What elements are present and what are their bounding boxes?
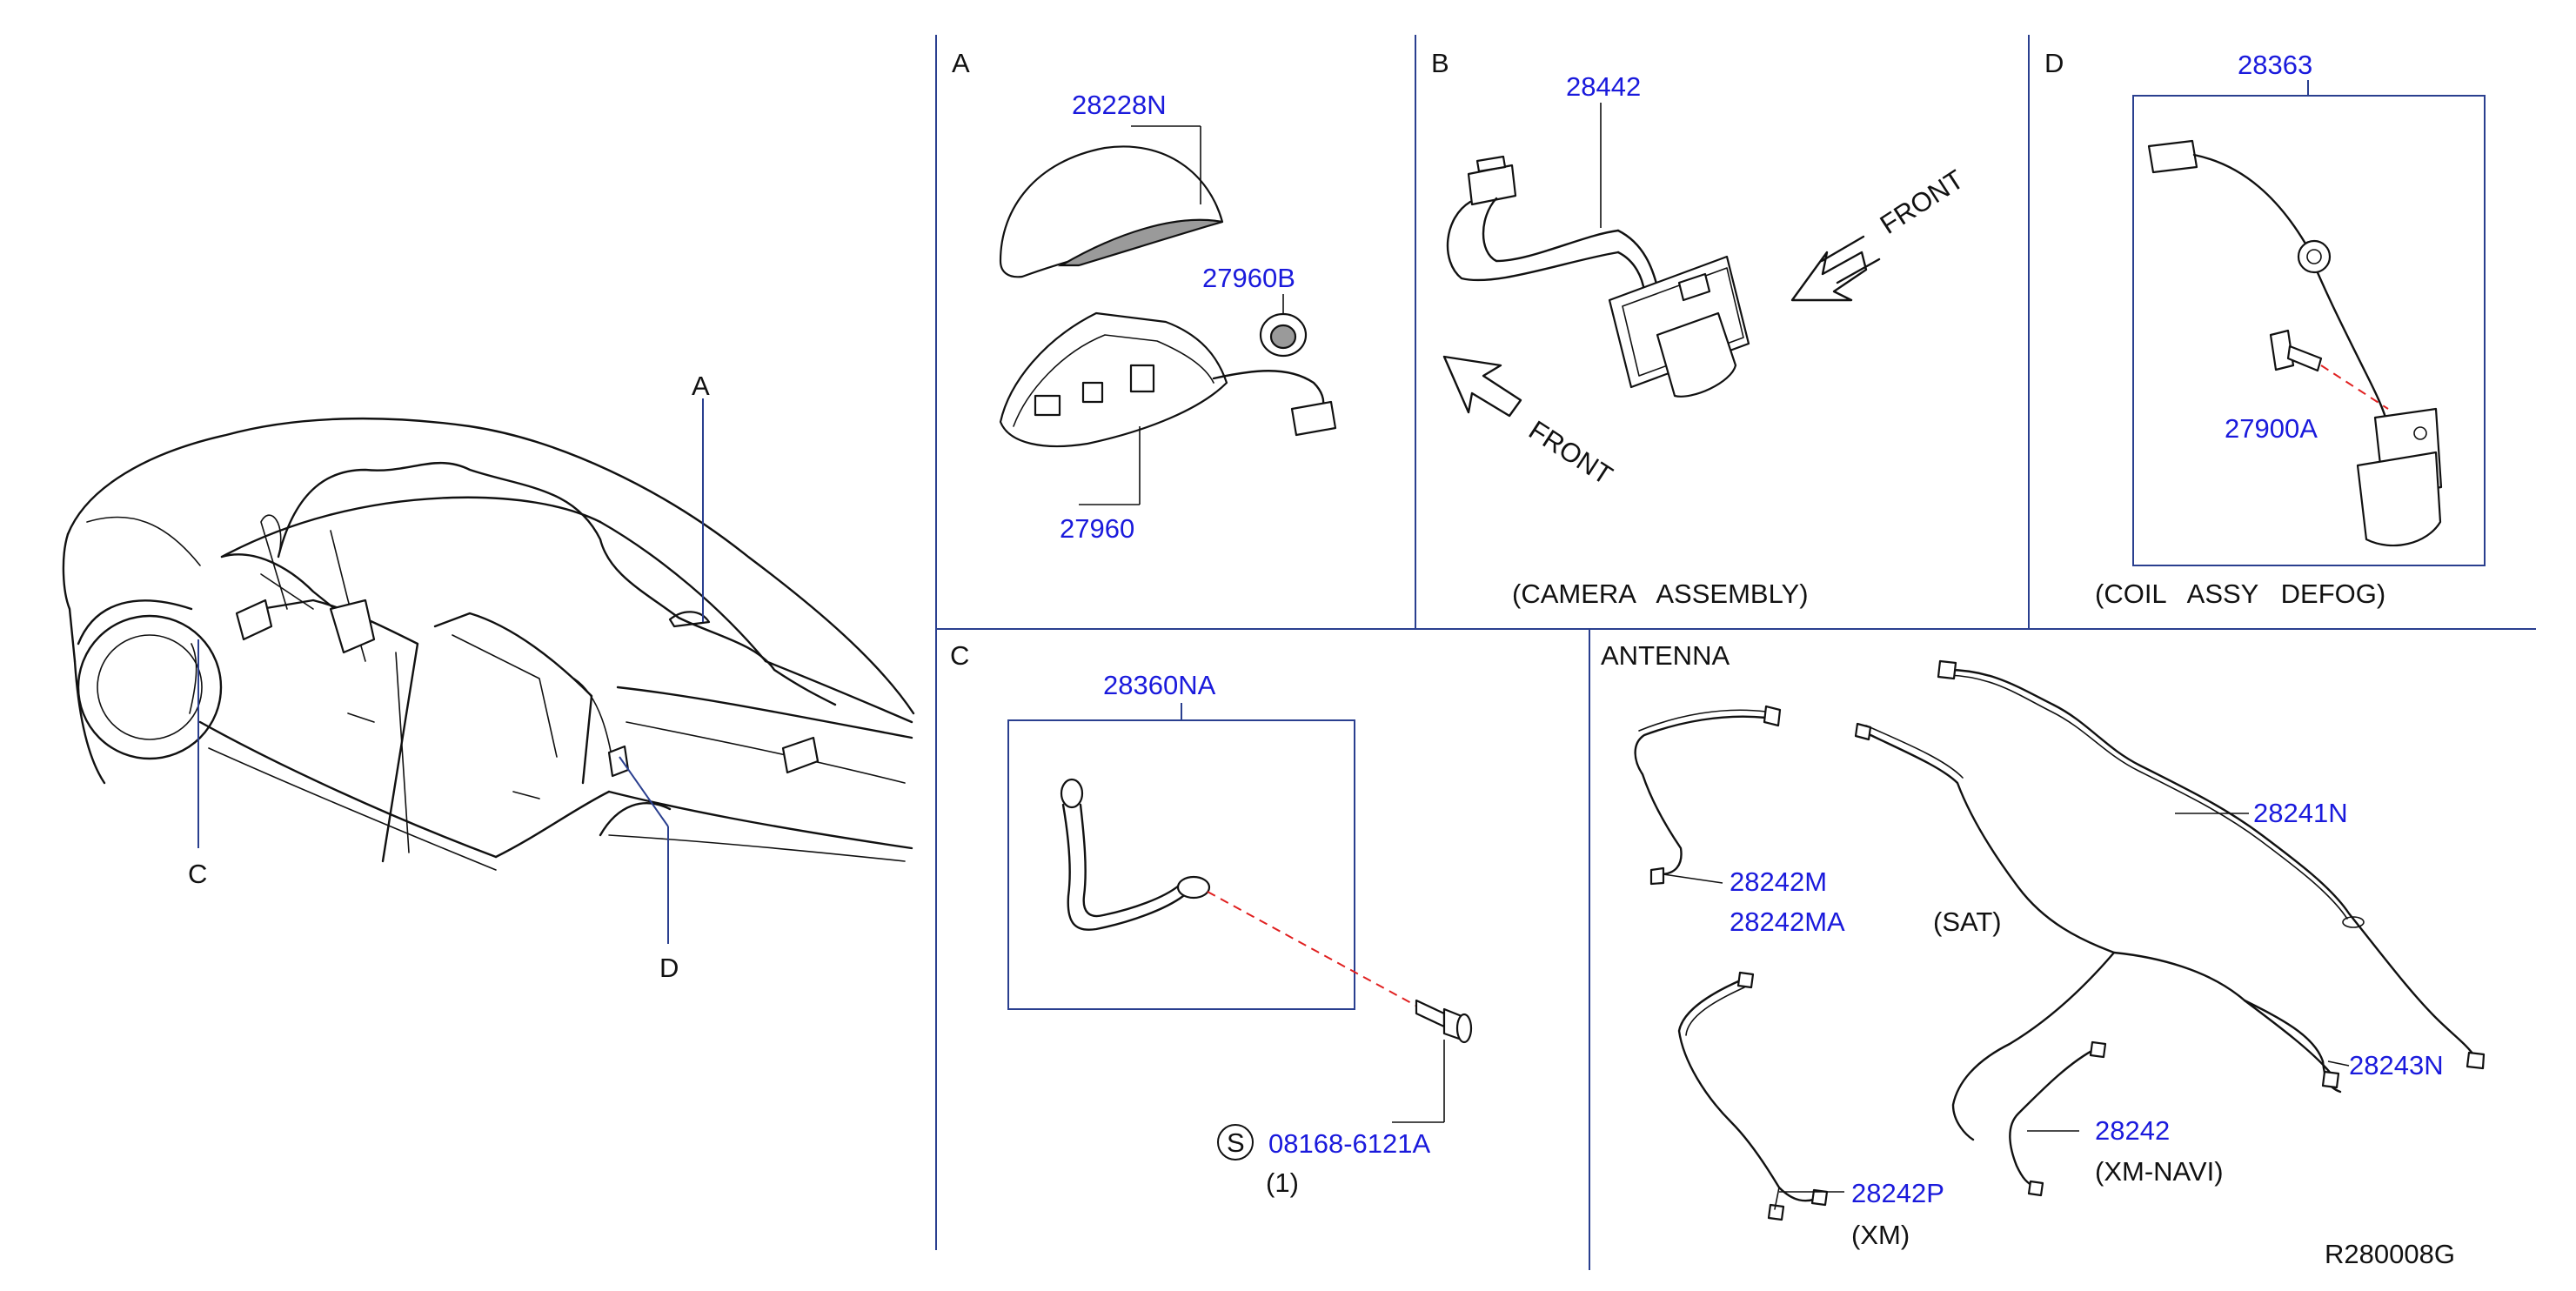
part-number-28442[interactable]: 28442 bbox=[1566, 71, 1641, 102]
caption-camera-assembly: (CAMERA ASSEMBLY) bbox=[1512, 579, 1809, 609]
part-number-28242MA[interactable]: 28242MA bbox=[1730, 906, 1845, 937]
panel-c: C S 28360NA 08168-6121A (1) bbox=[950, 640, 1473, 1198]
ground-strap-box bbox=[1007, 719, 1355, 1010]
panel-a-letter: A bbox=[952, 48, 970, 78]
camera-assembly-illustration bbox=[1446, 155, 1750, 398]
part-number-28242M[interactable]: 28242M bbox=[1730, 866, 1827, 897]
panel-b: B FRONT FRONT 28442 (CAMERA ASSEMBLY) bbox=[1431, 48, 1969, 609]
callout-a: A bbox=[692, 371, 710, 401]
part-number-28363[interactable]: 28363 bbox=[2238, 50, 2312, 80]
antenna-leader-lines bbox=[1663, 813, 2350, 1193]
front-arrow-lower bbox=[1442, 355, 1522, 418]
front-label-lower: FRONT bbox=[1523, 415, 1618, 492]
part-number-28243N[interactable]: 28243N bbox=[2349, 1050, 2444, 1080]
tag-sat: (SAT) bbox=[1933, 906, 2002, 937]
panel-b-letter: B bbox=[1431, 48, 1449, 78]
front-arrow-upper bbox=[1790, 235, 1881, 302]
panel-d-letter: D bbox=[2044, 48, 2064, 78]
part-number-28360NA[interactable]: 28360NA bbox=[1103, 670, 1216, 700]
tag-xm-navi: (XM-NAVI) bbox=[2095, 1156, 2224, 1187]
defog-coil-illustration bbox=[2147, 139, 2443, 547]
panel-frame bbox=[935, 35, 2536, 1270]
front-label-upper: FRONT bbox=[1875, 164, 1970, 240]
vehicle-overview-illustration bbox=[62, 417, 915, 871]
part-number-27960[interactable]: 27960 bbox=[1060, 513, 1134, 544]
antenna-panel-title: ANTENNA bbox=[1601, 640, 1730, 671]
antenna-base-illustration bbox=[999, 311, 1337, 505]
antenna-feeder-harnesses bbox=[1634, 659, 2486, 1221]
part-number-28242P[interactable]: 28242P bbox=[1851, 1178, 1944, 1208]
part-number-28228N[interactable]: 28228N bbox=[1072, 90, 1167, 120]
bolt-quantity: (1) bbox=[1266, 1167, 1299, 1198]
part-number-28241N[interactable]: 28241N bbox=[2253, 798, 2348, 828]
caption-coil-assy-defog: (COIL ASSY DEFOG) bbox=[2095, 579, 2385, 609]
callout-d: D bbox=[659, 953, 679, 983]
part-number-27900A[interactable]: 27900A bbox=[2225, 413, 2318, 444]
standard-part-letter: S bbox=[1227, 1127, 1245, 1158]
ground-strap-illustration bbox=[1060, 778, 1211, 931]
callout-c: C bbox=[188, 859, 207, 889]
tag-xm: (XM) bbox=[1851, 1220, 1910, 1250]
panel-d: D 28363 27900A (COIL ASSY DEFOG) bbox=[2044, 48, 2486, 609]
antenna-cover-illustration bbox=[999, 145, 1224, 278]
diagram-code: R280008G bbox=[2325, 1239, 2455, 1269]
part-number-28242[interactable]: 28242 bbox=[2095, 1115, 2170, 1146]
panel-antenna: ANTENNA bbox=[1601, 640, 2486, 1250]
bolt-illustration bbox=[1415, 999, 1473, 1044]
standard-part-symbol bbox=[1217, 1124, 1254, 1161]
panel-a: A 28228N 27960B 27960 bbox=[952, 48, 1337, 544]
overview-callouts: A C D bbox=[188, 371, 710, 983]
part-number-27960B[interactable]: 27960B bbox=[1202, 263, 1295, 293]
antenna-nut-illustration bbox=[1259, 294, 1308, 358]
part-number-08168-6121A[interactable]: 08168-6121A bbox=[1268, 1128, 1430, 1159]
panel-c-letter: C bbox=[950, 640, 969, 671]
